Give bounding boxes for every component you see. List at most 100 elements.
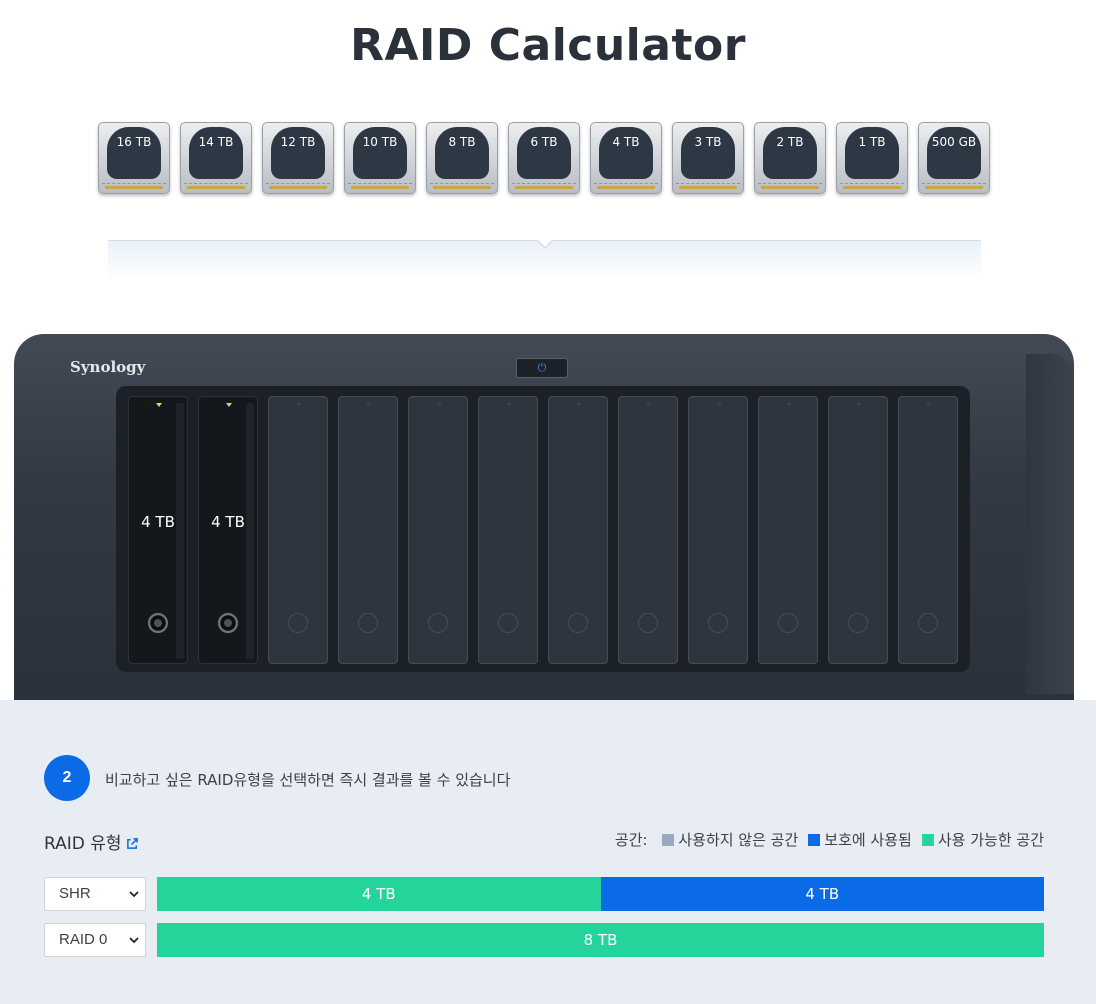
status-led-icon <box>436 403 442 407</box>
raid-row: RAID 0 8 TB <box>44 923 1044 957</box>
drive-size-label: 12 TB <box>280 135 316 149</box>
chevron-down-icon <box>129 924 139 970</box>
page-title: RAID Calculator <box>350 20 746 71</box>
drive-option[interactable]: 4 TB <box>590 122 662 194</box>
hard-drive-icon <box>262 122 334 194</box>
legend-swatch <box>921 834 934 846</box>
drive-bay-filled[interactable]: 4 TB <box>198 396 258 664</box>
drive-option[interactable]: 1 TB <box>836 122 908 194</box>
drive-bay-empty[interactable] <box>338 396 398 664</box>
hard-drive-icon <box>918 122 990 194</box>
status-led-icon <box>646 403 652 407</box>
bay-lock-icon <box>148 613 168 633</box>
hard-drive-icon <box>98 122 170 194</box>
drive-size-label: 16 TB <box>116 135 152 149</box>
hard-drive-icon <box>426 122 498 194</box>
drive-size-label: 14 TB <box>198 135 234 149</box>
step-number-badge: 2 <box>44 755 90 801</box>
drive-option[interactable]: 6 TB <box>508 122 580 194</box>
nas-device: Synology ⏻ 4 TB 4 TB <box>14 334 1074 714</box>
drive-bay-filled[interactable]: 4 TB <box>128 396 188 664</box>
raid-type-label: RAID 유형 <box>44 834 122 854</box>
drive-option[interactable]: 12 TB <box>262 122 334 194</box>
drive-size-label: 3 TB <box>694 135 722 149</box>
chevron-down-icon <box>129 878 139 924</box>
status-led-icon <box>506 403 512 407</box>
bay-frame: 4 TB 4 TB <box>116 386 970 672</box>
drive-bay-empty[interactable] <box>618 396 678 664</box>
drive-option[interactable]: 3 TB <box>672 122 744 194</box>
capacity-segment-available: 8 TB <box>157 923 1044 957</box>
hard-drive-icon <box>836 122 908 194</box>
status-led-icon <box>786 403 792 407</box>
bay-lock-icon <box>358 613 378 633</box>
raid-type-select[interactable]: SHR <box>44 877 146 911</box>
drive-option[interactable]: 10 TB <box>344 122 416 194</box>
legend-label: 사용하지 않은 공간 <box>678 831 799 849</box>
power-button[interactable]: ⏻ <box>516 358 568 378</box>
drive-bay-empty[interactable] <box>898 396 958 664</box>
drive-bay-empty[interactable] <box>688 396 748 664</box>
drive-bay-empty[interactable] <box>268 396 328 664</box>
nas-side-panel <box>1026 354 1074 694</box>
hard-drive-icon <box>180 122 252 194</box>
bay-drive-size: 4 TB <box>211 513 245 531</box>
bay-lock-icon <box>848 613 868 633</box>
brand-logo: Synology <box>70 358 146 376</box>
capacity-segment-available: 4 TB <box>157 877 601 911</box>
power-icon: ⏻ <box>537 362 547 374</box>
legend-swatch <box>808 834 821 846</box>
caret-down-icon <box>536 239 554 249</box>
drive-bay-empty[interactable] <box>478 396 538 664</box>
bay-lock-icon <box>568 613 588 633</box>
status-led-icon <box>296 403 302 407</box>
raid-type-heading: RAID 유형 <box>44 829 139 854</box>
drive-size-label: 8 TB <box>448 135 476 149</box>
hard-drive-icon <box>508 122 580 194</box>
drive-size-label: 10 TB <box>362 135 398 149</box>
hard-drive-icon <box>754 122 826 194</box>
drive-option[interactable]: 500 GB <box>918 122 990 194</box>
drive-size-label: 6 TB <box>530 135 558 149</box>
drive-size-label: 1 TB <box>858 135 886 149</box>
legend-swatch <box>662 834 675 846</box>
bay-lock-icon <box>778 613 798 633</box>
legend-prefix: 공간: <box>614 831 648 849</box>
drive-bay-empty[interactable] <box>408 396 468 664</box>
bay-handle <box>246 403 254 659</box>
bay-lock-icon <box>638 613 658 633</box>
status-led-icon <box>576 403 582 407</box>
hard-drive-icon <box>344 122 416 194</box>
drive-option[interactable]: 16 TB <box>98 122 170 194</box>
status-led-icon <box>926 403 932 407</box>
bay-lock-icon <box>918 613 938 633</box>
hard-drive-icon <box>590 122 662 194</box>
drive-size-label: 500 GB <box>931 135 977 149</box>
status-led-icon <box>856 403 862 407</box>
drive-option[interactable]: 14 TB <box>180 122 252 194</box>
status-led-icon <box>156 403 162 407</box>
drive-picker: 16 TB 14 TB 12 TB 10 TB 8 TB 6 TB 4 TB 3 TB 2 TB… <box>98 122 998 196</box>
status-led-icon <box>716 403 722 407</box>
hard-drive-icon <box>672 122 744 194</box>
step-instruction: 비교하고 싶은 RAID유형을 선택하면 즉시 결과를 볼 수 있습니다 <box>105 771 511 789</box>
bay-lock-icon <box>218 613 238 633</box>
drive-size-label: 2 TB <box>776 135 804 149</box>
drive-bay-empty[interactable] <box>828 396 888 664</box>
drive-bay-empty[interactable] <box>548 396 608 664</box>
raid-type-select[interactable]: RAID 0 <box>44 923 146 957</box>
bay-lock-icon <box>498 613 518 633</box>
drive-option[interactable]: 2 TB <box>754 122 826 194</box>
status-led-icon <box>226 403 232 407</box>
results-panel: 2 비교하고 싶은 RAID유형을 선택하면 즉시 결과를 볼 수 있습니다 R… <box>0 700 1096 1004</box>
drive-option[interactable]: 8 TB <box>426 122 498 194</box>
drive-bay-empty[interactable] <box>758 396 818 664</box>
status-led-icon <box>366 403 372 407</box>
legend-label: 사용 가능한 공간 <box>937 831 1044 849</box>
bay-drive-size: 4 TB <box>141 513 175 531</box>
external-link-icon[interactable] <box>122 834 139 854</box>
raid-type-value: SHR <box>59 885 91 902</box>
